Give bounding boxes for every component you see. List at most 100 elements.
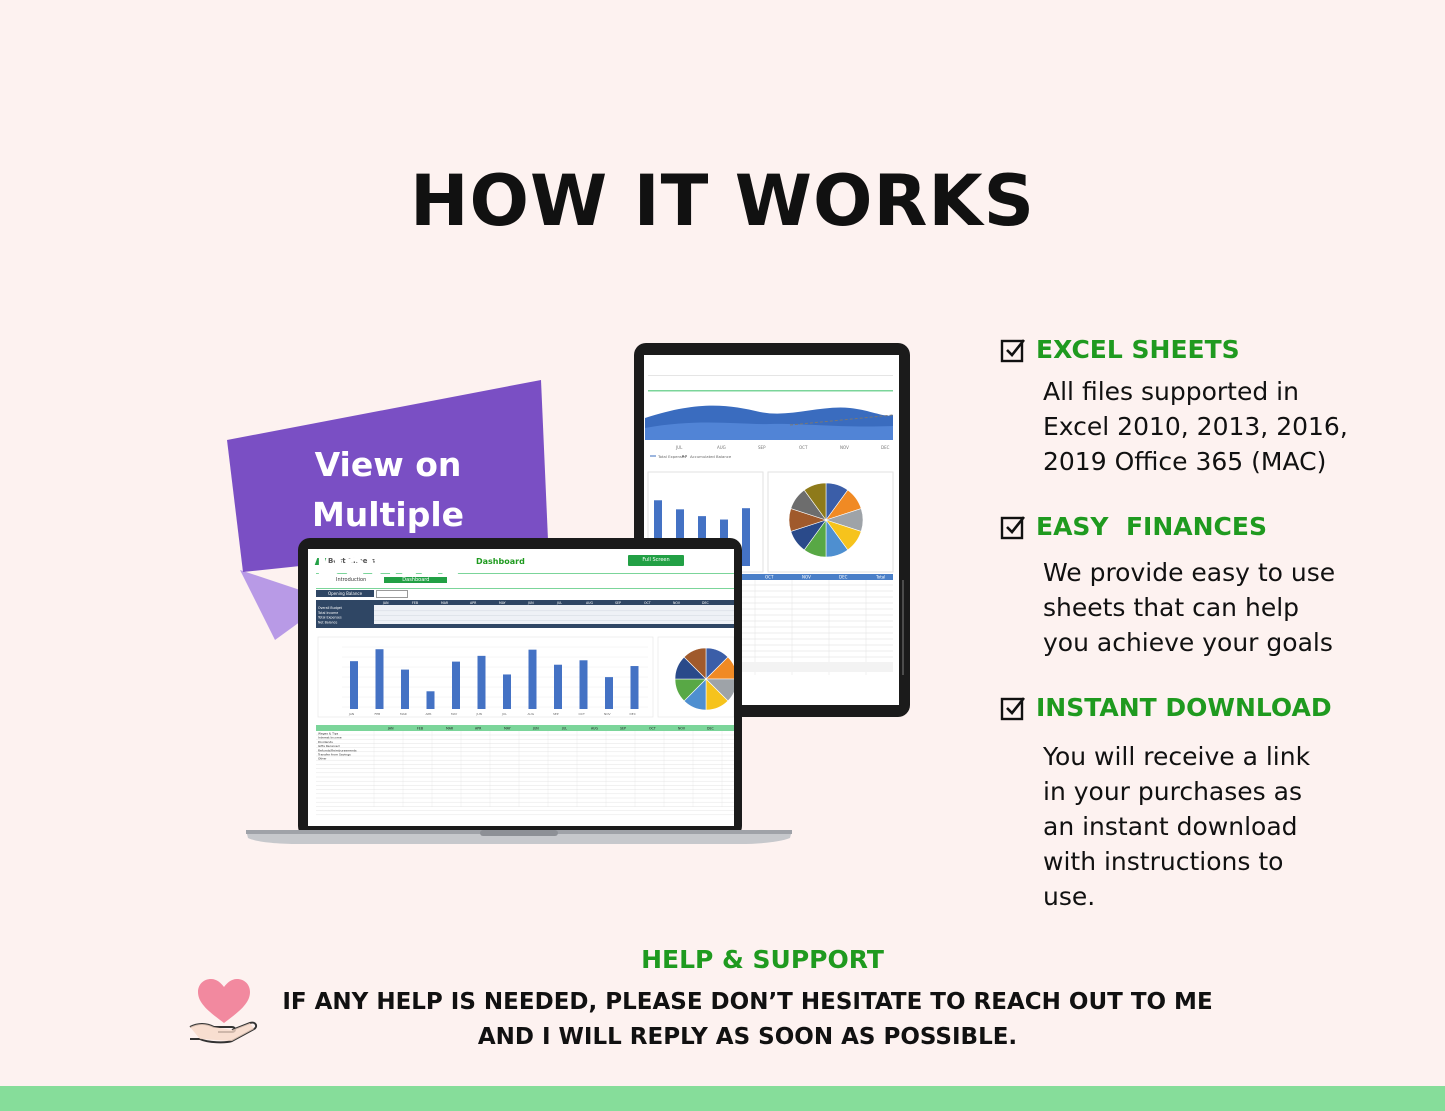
laptop-dashboard-graphics: JAN FEB MAR APR MAY JUN JUL AUG SEP OCT NOV DEC Over… bbox=[316, 600, 734, 815]
summary-row-label: Total Income bbox=[317, 611, 338, 615]
banner-fold bbox=[240, 570, 330, 640]
income-header bbox=[316, 725, 734, 731]
bar bbox=[477, 655, 486, 709]
bar bbox=[554, 664, 562, 709]
feature-line: You will receive a link bbox=[1043, 742, 1311, 771]
income-row-label: Interest Income bbox=[318, 736, 342, 740]
feature-instant-download: INSTANT DOWNLOAD You will receive a link… bbox=[1000, 693, 1420, 914]
brand-label: Best Sheets bbox=[328, 557, 376, 565]
banner-shape bbox=[227, 380, 548, 572]
accumulated-row bbox=[316, 624, 734, 628]
summary-header-row bbox=[374, 600, 734, 605]
banner-line: Devices bbox=[315, 545, 461, 584]
summary-month-label: JUN bbox=[527, 601, 534, 605]
bar bbox=[375, 649, 384, 709]
page-title: HOW IT WORKS bbox=[409, 160, 1036, 242]
feature-line: in your purchases as bbox=[1043, 777, 1302, 806]
income-month-label: NOV bbox=[678, 727, 686, 731]
bar-month-label: MAR bbox=[400, 712, 407, 716]
tablet-month-label: JUL bbox=[675, 445, 683, 450]
summary-row-label: Overall Budget bbox=[318, 606, 343, 610]
bar-month-label: DEC bbox=[630, 712, 636, 716]
summary-month-label: OCT bbox=[644, 601, 651, 605]
tablet-month-label: SEP bbox=[758, 445, 766, 450]
income-month-label: OCT bbox=[649, 727, 656, 731]
income-row-label: Transfer from Savings bbox=[317, 753, 351, 757]
feature-line: sheets that can help bbox=[1043, 593, 1300, 622]
opening-balance-label: Opening Balance bbox=[316, 590, 374, 597]
bar bbox=[528, 649, 537, 709]
bar-month-label: MAY bbox=[451, 712, 457, 716]
full-screen-button[interactable]: Full Screen bbox=[628, 555, 684, 566]
bar-month-label: AUG bbox=[528, 712, 535, 716]
heart-hand-icon bbox=[189, 979, 258, 1044]
income-row-label: Wages & Tips bbox=[318, 732, 339, 736]
feature-line: with instructions to bbox=[1043, 847, 1284, 876]
tablet-month-label: OCT bbox=[799, 445, 808, 450]
summary-row-label: Net Balance bbox=[318, 620, 337, 624]
support-text: IF ANY HELP IS NEEDED, PLEASE DON’T HESI… bbox=[270, 985, 1225, 1055]
bar-month-label: JUL bbox=[501, 712, 507, 716]
opening-balance-field[interactable] bbox=[376, 590, 408, 598]
tablet-column-label: DEC bbox=[839, 575, 848, 580]
income-month-label: DEC bbox=[707, 727, 714, 731]
summary-month-label: APR bbox=[470, 601, 477, 605]
feature-description: All files supported in Excel 2010, 2013,… bbox=[1043, 374, 1420, 479]
income-row-label: Refunds/Reimbursements bbox=[318, 748, 357, 752]
tablet-bar bbox=[654, 500, 662, 566]
tablet-month-label: NOV bbox=[840, 445, 849, 450]
income-month-label: FEB bbox=[417, 727, 423, 731]
summary-month-label: SEP bbox=[615, 601, 621, 605]
feature-description: You will receive a link in your purchase… bbox=[1043, 739, 1420, 914]
checkbox-icon bbox=[1000, 338, 1026, 362]
bar-month-label: SEP bbox=[553, 712, 559, 716]
feature-line: you achieve your goals bbox=[1043, 628, 1333, 657]
feature-line: use. bbox=[1043, 882, 1096, 911]
bar bbox=[605, 677, 613, 709]
bar bbox=[452, 661, 460, 709]
feature-excel-sheets: EXCEL SHEETS All files supported in Exce… bbox=[1000, 335, 1420, 479]
summary-month-label: DEC bbox=[702, 601, 709, 605]
income-month-label: SEP bbox=[620, 727, 626, 731]
pie-slice bbox=[683, 647, 707, 680]
tablet-column-label: NOV bbox=[802, 575, 811, 580]
income-month-label: JUL bbox=[561, 727, 567, 731]
summary-month-label: MAR bbox=[441, 601, 449, 605]
tablet-legend-label: Accumulated Balance bbox=[690, 454, 732, 459]
bar bbox=[503, 674, 511, 709]
feature-line: We provide easy to use bbox=[1043, 558, 1336, 587]
summary-month-label: NOV bbox=[673, 601, 681, 605]
income-month-label: JUN bbox=[532, 727, 539, 731]
tablet-pie-slice bbox=[803, 482, 827, 521]
summary-month-label: FEB bbox=[412, 601, 418, 605]
summary-label-column bbox=[316, 600, 374, 628]
bar-month-label: JAN bbox=[348, 712, 354, 716]
income-month-label: AUG bbox=[591, 727, 599, 731]
bar-month-label: APR bbox=[426, 712, 432, 716]
bar bbox=[426, 691, 435, 709]
tab-dashboard[interactable]: Dashboard bbox=[384, 577, 448, 583]
feature-line: 2019 Office 365 (MAC) bbox=[1043, 447, 1327, 476]
tablet-total-row bbox=[740, 662, 893, 672]
support-line: IF ANY HELP IS NEEDED, PLEASE DON’T HESI… bbox=[282, 989, 1213, 1015]
summary-month-label: JUL bbox=[556, 601, 562, 605]
footer-bar bbox=[0, 1086, 1445, 1111]
dashboard-title: Dashboard bbox=[476, 557, 525, 566]
income-month-label: APR bbox=[475, 727, 482, 731]
feature-title: EASY FINANCES bbox=[1036, 512, 1267, 541]
tablet-column-label: OCT bbox=[765, 575, 774, 580]
pie-slice bbox=[705, 656, 734, 680]
summary-row-label: Total Expenses bbox=[317, 616, 342, 620]
tab-introduction[interactable]: Introduction bbox=[336, 577, 367, 583]
income-month-label: MAR bbox=[446, 727, 454, 731]
laptop-screen: Best Sheets Dashboard Full Screen Introd… bbox=[308, 549, 734, 826]
summary-month-label: JAN bbox=[382, 601, 389, 605]
feature-title: INSTANT DOWNLOAD bbox=[1036, 693, 1332, 722]
bar bbox=[350, 661, 358, 709]
support-line: AND I WILL REPLY AS SOON AS POSSIBLE. bbox=[477, 1024, 1018, 1050]
tablet-column-label: Total bbox=[875, 575, 885, 580]
feature-description: We provide easy to use sheets that can h… bbox=[1043, 555, 1420, 660]
checkbox-icon bbox=[1000, 696, 1026, 720]
income-row-label: Other bbox=[318, 757, 327, 761]
summary-month-label: MAY bbox=[499, 601, 506, 605]
